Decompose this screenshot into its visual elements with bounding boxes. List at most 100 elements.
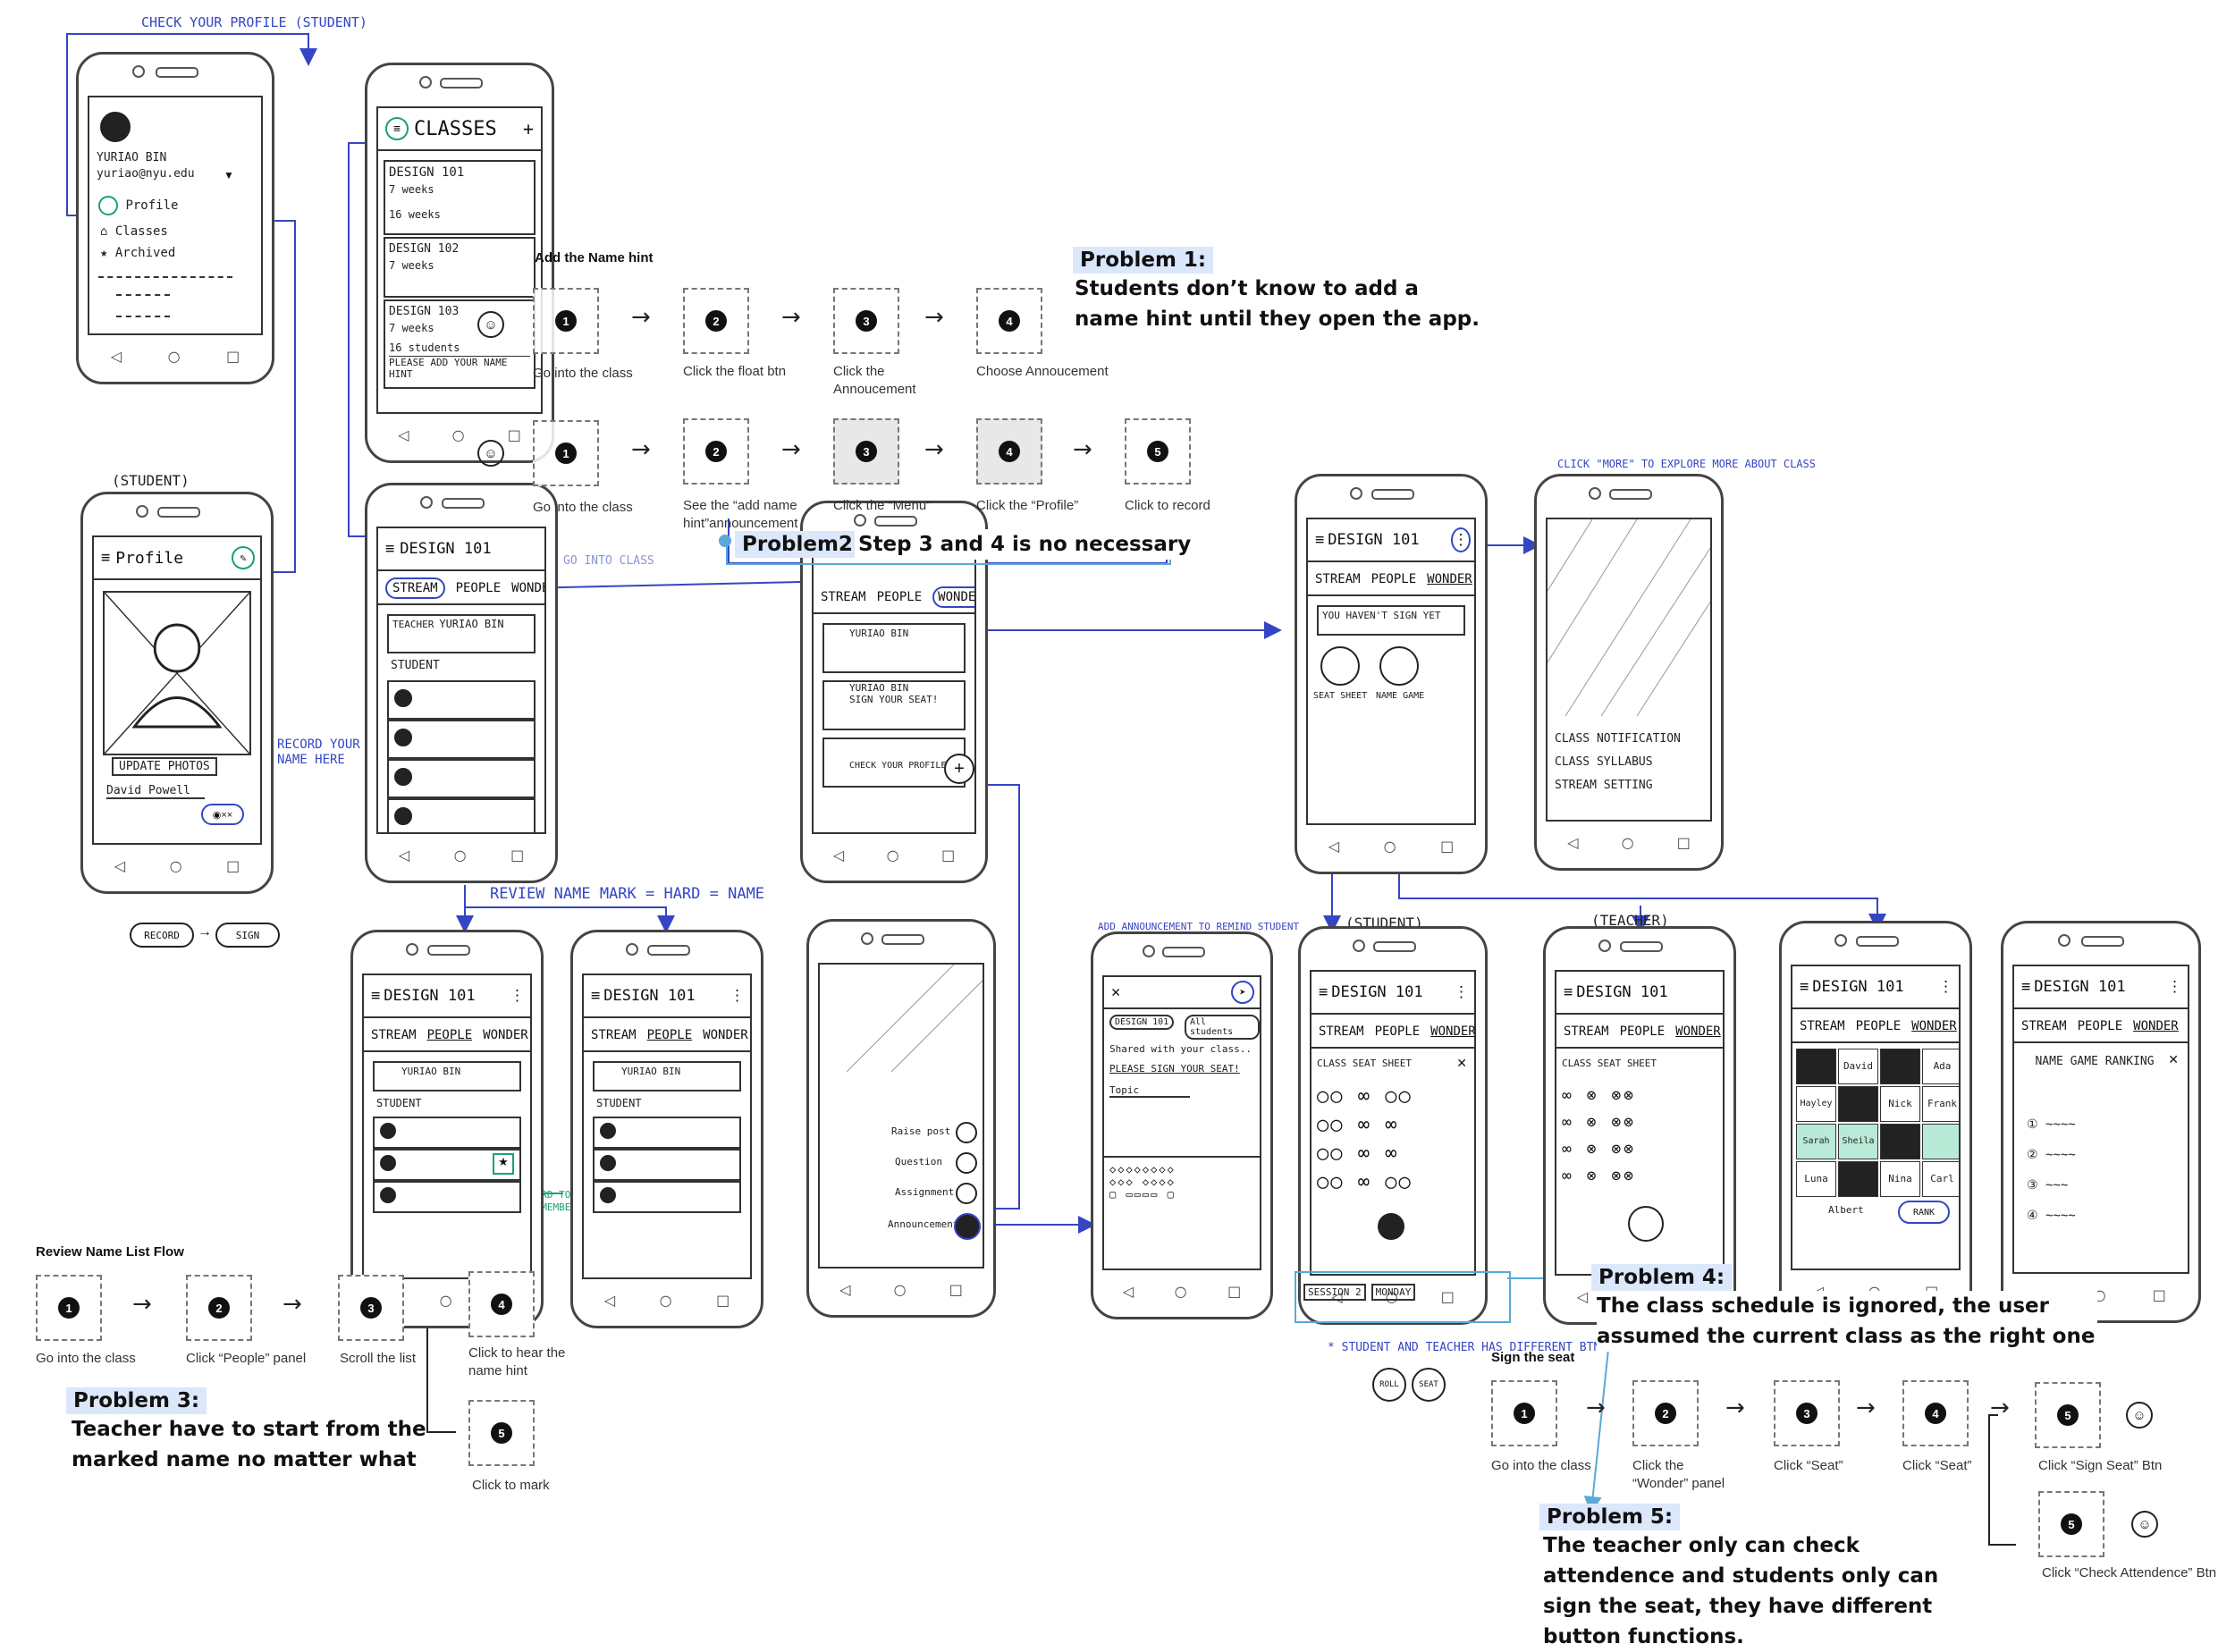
table-row[interactable]: ★ <box>373 1149 521 1181</box>
float-item-announcement[interactable]: Announcement <box>888 1218 959 1230</box>
tab-people[interactable]: PEOPLE <box>1855 1019 1902 1033</box>
close-icon[interactable]: ✕ <box>1456 1056 1467 1070</box>
back-nav-icon[interactable]: ◁ <box>832 846 845 864</box>
menu-icon[interactable]: ≡ <box>1564 983 1573 1001</box>
tab-wonder[interactable]: WONDER <box>1675 1024 1721 1039</box>
teacher-row[interactable]: YURIAO BIN <box>373 1061 521 1092</box>
recents-nav-icon[interactable]: □ <box>716 1291 730 1309</box>
class-card-2[interactable]: DESIGN 102 7 weeks <box>384 237 536 298</box>
keyboard[interactable]: ◇◇◇◇◇◇◇◇◇◇◇ ◇◇◇◇▢ ▭▭▭▭ ▢ <box>1104 1156 1260 1268</box>
home-nav-icon[interactable]: ○ <box>893 1280 907 1298</box>
topic-field[interactable]: Topic <box>1109 1084 1190 1098</box>
home-nav-icon[interactable]: ○ <box>451 426 465 443</box>
home-nav-icon[interactable]: ○ <box>439 1291 452 1309</box>
name-tile[interactable]: Nina <box>1880 1161 1920 1197</box>
recents-nav-icon[interactable]: □ <box>941 846 956 864</box>
not-signed-banner[interactable]: YOU HAVEN'T SIGN YET <box>1317 605 1465 636</box>
back-nav-icon[interactable]: ◁ <box>603 1291 616 1309</box>
tab-stream[interactable]: STREAM <box>1564 1024 1609 1039</box>
home-nav-icon[interactable]: ○ <box>659 1291 672 1309</box>
home-nav-icon[interactable]: ○ <box>1174 1282 1187 1300</box>
table-row[interactable] <box>387 798 536 832</box>
drawer-item-profile[interactable]: Profile <box>98 196 178 215</box>
tab-stream[interactable]: STREAM <box>2021 1019 2067 1033</box>
table-row[interactable] <box>387 759 536 798</box>
back-nav-icon[interactable]: ◁ <box>114 856 126 874</box>
tab-stream[interactable]: STREAM <box>371 1028 417 1042</box>
recents-nav-icon[interactable]: □ <box>510 846 525 864</box>
home-nav-icon[interactable]: ○ <box>169 856 182 874</box>
raise-post-icon[interactable] <box>956 1122 977 1143</box>
float-item-raise-post[interactable]: Raise post <box>891 1125 951 1137</box>
menu-icon[interactable]: ≡ <box>385 117 409 140</box>
more-vert-icon[interactable]: ⋮ <box>730 987 745 1005</box>
name-game-button[interactable] <box>1379 646 1419 686</box>
back-nav-icon[interactable]: ◁ <box>1567 833 1579 851</box>
name-tile[interactable] <box>1796 1049 1836 1084</box>
name-tile[interactable]: Nick <box>1880 1086 1920 1122</box>
close-icon[interactable]: ✕ <box>1111 983 1121 1001</box>
tab-stream[interactable]: STREAM <box>385 577 445 599</box>
rank-button[interactable]: RANK <box>1898 1201 1950 1224</box>
menu-icon[interactable]: ≡ <box>371 987 381 1005</box>
menu-icon[interactable]: ≡ <box>1800 978 1809 996</box>
drawer-item-classes[interactable]: ⌂ Classes <box>100 224 168 239</box>
tab-stream[interactable]: STREAM <box>1319 1024 1364 1039</box>
table-row[interactable] <box>387 720 536 759</box>
tab-wonder[interactable]: WONDER <box>1427 572 1472 586</box>
name-tile[interactable]: Luna <box>1796 1161 1836 1197</box>
menu-item-class-syllabus[interactable]: CLASS SYLLABUS <box>1555 755 1653 769</box>
table-row[interactable] <box>373 1117 521 1149</box>
close-icon[interactable]: ✕ <box>2168 1052 2179 1066</box>
table-row[interactable] <box>593 1181 741 1213</box>
more-vert-icon[interactable]: ⋮ <box>510 987 525 1005</box>
class-card-3[interactable]: DESIGN 103 7 weeks 16 students PLEASE AD… <box>384 299 536 389</box>
name-tile[interactable]: Frank <box>1922 1086 1959 1122</box>
more-vert-icon[interactable]: ⋮ <box>1451 527 1471 552</box>
tab-wonder[interactable]: WONDER <box>932 586 974 608</box>
recents-nav-icon[interactable]: □ <box>1227 1282 1242 1300</box>
tab-people[interactable]: PEOPLE <box>876 590 923 604</box>
teacher-row[interactable]: YURIAO BIN <box>593 1061 741 1092</box>
edit-icon[interactable]: ✎ <box>232 546 255 569</box>
home-nav-icon[interactable]: ○ <box>1383 837 1396 855</box>
seat-grid[interactable]: ○○ ∞ ○○○○ ∞ ∞○○ ∞ ∞○○ ∞ ○○ <box>1317 1085 1413 1193</box>
chevron-down-icon[interactable]: ▼ <box>224 169 234 181</box>
tab-wonder[interactable]: WONDER <box>511 581 544 595</box>
table-row[interactable] <box>373 1181 521 1213</box>
post-card-check-profile[interactable]: CHECK YOUR PROFILE <box>822 738 966 788</box>
more-vert-icon[interactable]: ⋮ <box>1454 983 1469 1001</box>
update-photos-button[interactable]: UPDATE PHOTOS <box>112 757 217 776</box>
menu-icon[interactable]: ≡ <box>101 549 111 567</box>
recents-nav-icon[interactable]: □ <box>226 347 240 365</box>
plus-icon[interactable]: + <box>522 118 534 139</box>
menu-icon[interactable]: ≡ <box>2021 978 2031 996</box>
home-nav-icon[interactable]: ○ <box>886 846 899 864</box>
recents-nav-icon[interactable]: □ <box>949 1280 963 1298</box>
menu-item-stream-setting[interactable]: STREAM SETTING <box>1555 779 1653 792</box>
recents-nav-icon[interactable]: □ <box>1440 1287 1455 1305</box>
fab-plus-button[interactable]: + <box>944 754 974 784</box>
tab-people[interactable]: PEOPLE <box>646 1028 693 1042</box>
send-icon[interactable]: ➤ <box>1231 981 1254 1004</box>
record-button[interactable]: ◉×× <box>201 804 244 825</box>
menu-icon[interactable]: ≡ <box>591 987 601 1005</box>
name-tile-albert[interactable]: Albert <box>1828 1204 1864 1216</box>
class-chip[interactable]: DESIGN 101 <box>1109 1015 1175 1030</box>
home-nav-icon[interactable]: ○ <box>453 846 467 864</box>
name-tile[interactable] <box>1880 1049 1920 1084</box>
schedule-chips[interactable]: SESSION 2 MONDAY <box>1303 1284 1416 1301</box>
back-nav-icon[interactable]: ◁ <box>1576 1287 1589 1305</box>
tab-wonder[interactable]: WONDER <box>483 1028 528 1042</box>
tab-people[interactable]: PEOPLE <box>2077 1019 2123 1033</box>
sign-seat-button[interactable] <box>1378 1213 1404 1240</box>
name-tile[interactable]: Hayley <box>1796 1086 1836 1122</box>
post-card[interactable]: YURIAO BIN <box>822 623 966 673</box>
please-sign-text[interactable]: PLEASE SIGN YOUR SEAT! <box>1109 1063 1240 1075</box>
tab-stream[interactable]: STREAM <box>821 590 866 604</box>
name-tile[interactable]: Ada <box>1922 1049 1959 1084</box>
float-item-assignment[interactable]: Assignment <box>895 1186 955 1198</box>
table-row[interactable] <box>593 1149 741 1181</box>
recents-nav-icon[interactable]: □ <box>2152 1285 2166 1303</box>
